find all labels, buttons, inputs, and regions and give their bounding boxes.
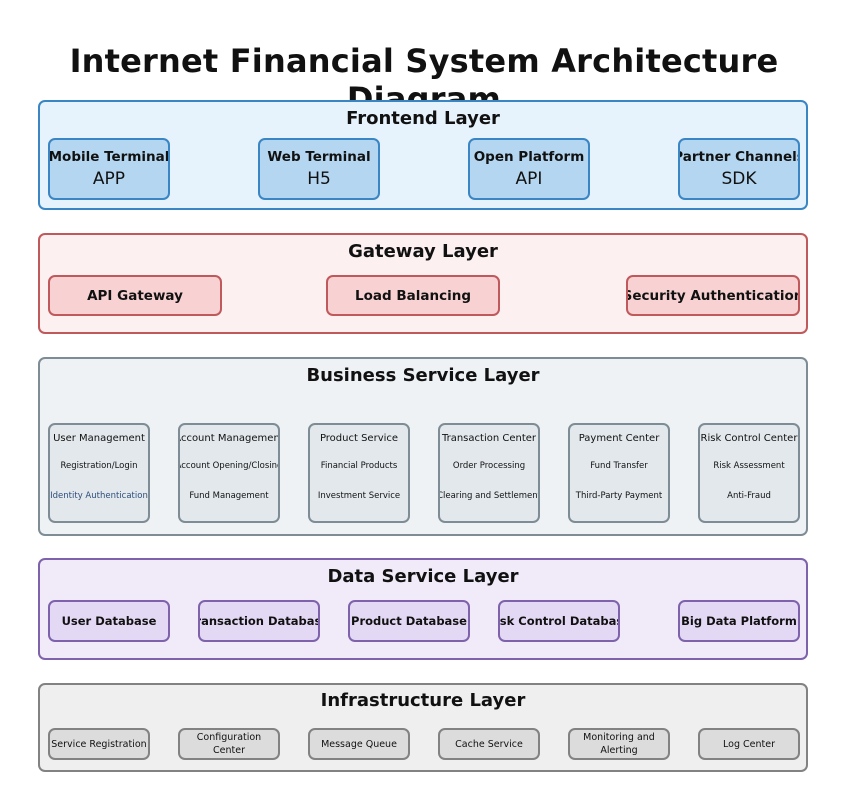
box-label: Web Terminal (267, 149, 371, 165)
product-service-box: Product Service Financial Products Inves… (308, 423, 410, 523)
layer-title: Data Service Layer (327, 566, 519, 587)
message-queue-box: Message Queue (308, 728, 410, 760)
box-item: Account Opening/Closing (178, 461, 280, 471)
cache-service-box: Cache Service (438, 728, 540, 760)
gateway-layer: Gateway Layer API Gateway Load Balancing… (38, 233, 808, 334)
box-item: Clearing and Settlement (438, 491, 540, 501)
user-management-box: User Management Registration/Login Ident… (48, 423, 150, 523)
box-item: Fund Transfer (590, 461, 648, 471)
security-authentication-box: Security Authentication (626, 275, 800, 316)
risk-control-center-box: Risk Control Center Risk Assessment Anti… (698, 423, 800, 523)
user-database-box: User Database (48, 600, 170, 642)
configuration-center-box: Configuration Center (178, 728, 280, 760)
box-label: Payment Center (578, 433, 660, 444)
layer-title: Infrastructure Layer (320, 690, 526, 711)
mobile-terminal-box: Mobile Terminal APP (48, 138, 170, 200)
transaction-center-box: Transaction Center Order Processing Clea… (438, 423, 540, 523)
log-center-box: Log Center (698, 728, 800, 760)
box-item: Investment Service (317, 491, 401, 501)
transaction-database-box: Transaction Database (198, 600, 320, 642)
box-sublabel: API (515, 169, 543, 189)
product-database-box: Product Database (348, 600, 470, 642)
account-management-box: Account Management Account Opening/Closi… (178, 423, 280, 523)
box-sublabel: APP (92, 169, 126, 189)
box-label: Product Service (319, 433, 399, 444)
monitoring-and-alerting-box: Monitoring and Alerting (568, 728, 670, 760)
load-balancing-box: Load Balancing (326, 275, 500, 316)
box-item: Anti-Fraud (727, 491, 771, 501)
api-gateway-box: API Gateway (48, 275, 222, 316)
box-label: Risk Control Center (700, 433, 798, 444)
payment-center-box: Payment Center Fund Transfer Third-Party… (568, 423, 670, 523)
frontend-layer: Frontend Layer Mobile Terminal APP Web T… (38, 100, 808, 210)
open-platform-box: Open Platform API (468, 138, 590, 200)
data-service-layer: Data Service Layer User Database Transac… (38, 558, 808, 660)
box-item: Registration/Login (60, 461, 138, 471)
box-label: User Management (53, 433, 145, 444)
box-item: Third-Party Payment (575, 491, 663, 501)
infrastructure-layer: Infrastructure Layer Service Registratio… (38, 683, 808, 772)
box-label: Account Management (178, 433, 280, 444)
box-sublabel: H5 (307, 169, 331, 189)
layer-title: Business Service Layer (306, 365, 540, 386)
box-label: Open Platform (473, 149, 585, 165)
risk-control-database-box: Risk Control Database (498, 600, 620, 642)
box-label: Partner Channels (678, 149, 800, 165)
web-terminal-box: Web Terminal H5 (258, 138, 380, 200)
box-item: Order Processing (452, 461, 526, 471)
box-item: Identity Authentication (50, 491, 148, 501)
big-data-platform-box: Big Data Platform (678, 600, 800, 642)
layer-title: Gateway Layer (348, 241, 498, 262)
box-label: Mobile Terminal (48, 149, 170, 165)
box-sublabel: SDK (721, 169, 757, 189)
service-registration-box: Service Registration (48, 728, 150, 760)
box-item: Risk Assessment (713, 461, 785, 471)
diagram-title: Internet Financial System Architecture D… (69, 42, 779, 118)
partner-channels-box: Partner Channels SDK (678, 138, 800, 200)
box-label: Transaction Center (441, 433, 537, 444)
box-item: Fund Management (189, 491, 269, 501)
box-item: Financial Products (320, 461, 398, 471)
layer-title: Frontend Layer (346, 108, 500, 129)
business-service-layer: Business Service Layer User Management R… (38, 357, 808, 536)
